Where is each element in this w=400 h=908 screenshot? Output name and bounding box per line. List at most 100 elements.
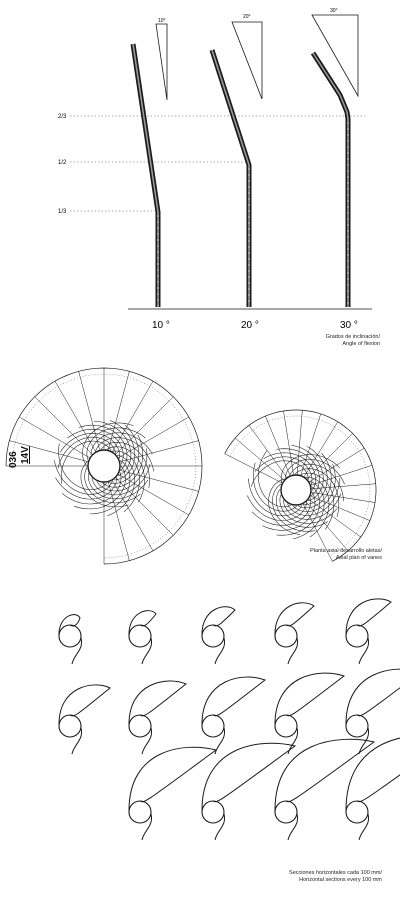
vane-curve <box>276 489 329 528</box>
vane-curve <box>57 436 117 469</box>
plan-ray <box>54 381 97 453</box>
plan-ray <box>248 425 288 479</box>
section-profile <box>201 676 267 755</box>
section-profile <box>274 602 315 665</box>
plan-ray <box>119 440 199 463</box>
vane-curve <box>253 462 297 512</box>
plan-ray <box>265 415 291 477</box>
vane-curve <box>88 473 149 500</box>
section-profile <box>201 606 236 665</box>
vane-curve <box>291 444 324 501</box>
sections-caption-en: Horizontal sections every 100 mm <box>299 877 382 883</box>
axial-plan-left <box>5 367 203 565</box>
plan-ray <box>19 416 91 459</box>
plan-ray <box>308 447 365 483</box>
flexed-rod-20 <box>209 49 252 307</box>
section-profile <box>128 680 187 755</box>
section-profile <box>58 614 83 665</box>
vane-curve <box>91 464 151 496</box>
angle-wedge-20: 20° <box>231 14 263 100</box>
vane-curve <box>250 460 309 487</box>
vane-curve <box>74 465 126 510</box>
vane-curve <box>80 461 129 508</box>
plan-ray <box>224 453 283 484</box>
vane-curve <box>108 425 140 484</box>
vane-curve <box>283 493 342 520</box>
section-profile <box>345 668 400 755</box>
plan-ray <box>302 503 333 562</box>
flexed-rod-30 <box>310 51 351 307</box>
plan-ray <box>305 501 349 551</box>
plan-ray <box>117 416 189 459</box>
vane-curve <box>247 495 308 521</box>
plan-ray <box>115 477 174 536</box>
vane-curve <box>254 456 313 486</box>
plan-ray <box>283 410 294 476</box>
sections-caption: Secciones horizontales cada 100 mm/ Hori… <box>240 870 382 884</box>
vane-curve <box>258 450 292 508</box>
vane-curve <box>84 467 141 504</box>
section-profile <box>128 610 157 665</box>
plan-outer-arc <box>5 367 203 565</box>
plan-ray <box>9 440 89 463</box>
vane-curve <box>298 452 332 509</box>
section-profile <box>274 738 376 841</box>
vane-curve <box>276 448 320 497</box>
plan-ray <box>111 479 154 551</box>
plan-ray <box>111 381 154 453</box>
vane-curve <box>279 494 338 524</box>
vane-curve <box>55 477 118 500</box>
section-profile <box>274 672 346 755</box>
plan-ray <box>310 465 373 486</box>
vane-curve <box>60 440 112 484</box>
angle-label-30: 30 ° <box>340 320 358 331</box>
axial-plan-caption-en: Axial plan of vanes <box>335 555 382 561</box>
vane-curve <box>58 443 107 490</box>
plan-ray <box>34 396 93 455</box>
plan-ray <box>300 413 321 476</box>
vane-curve <box>79 424 128 471</box>
svg-text:30°: 30° <box>330 8 338 14</box>
plan-ray <box>78 371 101 451</box>
vane-curve <box>59 432 120 459</box>
plan-ray <box>115 396 174 455</box>
axial-plan-right <box>224 409 377 562</box>
section-profile <box>345 737 400 841</box>
side-code: 036 14V <box>6 428 32 468</box>
plan-core-circle <box>280 474 312 506</box>
axial-plan-caption: Planta axial desarrollo aletas/ Axial pl… <box>250 548 382 562</box>
vane-curve <box>248 478 303 517</box>
side-code-number: 036 <box>8 451 19 468</box>
plan-ray <box>309 495 371 521</box>
side-code-model: 14V <box>20 446 31 464</box>
flexion-caption: Grados de inclinación/ Angle of flexion <box>250 334 380 348</box>
vane-curve <box>262 491 316 531</box>
svg-text:20°: 20° <box>243 14 251 20</box>
height-mark-one-third: 1/3 <box>58 209 67 215</box>
vane-curve <box>54 460 113 495</box>
svg-text:10°: 10° <box>158 18 166 24</box>
vane-curve <box>268 478 301 536</box>
section-profile <box>345 598 392 665</box>
flexed-rod-10 <box>130 43 161 307</box>
vane-curve <box>251 497 312 526</box>
vane-curve <box>62 471 122 505</box>
vane-curve <box>292 463 336 512</box>
section-profile <box>128 746 218 841</box>
sections-caption-es: Secciones horizontales cada 100 mm/ <box>289 870 382 876</box>
vane-curve <box>102 434 144 488</box>
vane-curve <box>263 452 316 491</box>
section-profile <box>58 684 111 755</box>
plan-ray <box>310 483 376 490</box>
vane-curve <box>272 483 316 532</box>
plan-outer-arc <box>224 409 377 562</box>
vane-curve <box>93 420 132 476</box>
vane-curve <box>303 446 328 505</box>
plan-ray <box>303 421 339 478</box>
flexion-caption-es: Grados de inclinación/ <box>325 334 380 340</box>
vane-curve <box>287 477 340 516</box>
plan-ray <box>310 492 376 503</box>
vane-curve <box>67 428 124 465</box>
section-profile <box>201 742 297 841</box>
